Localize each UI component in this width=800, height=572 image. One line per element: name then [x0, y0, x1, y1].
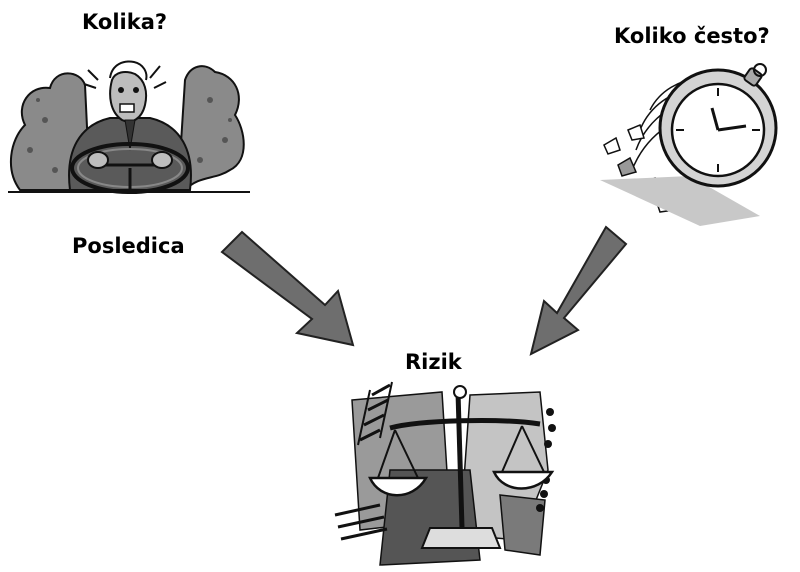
label-how-much: Kolika? [82, 10, 168, 34]
label-risk: Rizik [405, 350, 462, 374]
steering-wheel [70, 142, 190, 194]
scattered-papers [603, 123, 675, 213]
speed-lines [631, 77, 701, 171]
label-consequence: Posledica [72, 234, 185, 258]
arrow-consequence-to-risk [220, 230, 355, 347]
background-shapes [351, 391, 549, 566]
arrow-frequency-to-risk [529, 225, 628, 356]
driver-figure [68, 60, 192, 191]
smoke-cloud-left [9, 72, 92, 191]
dots [536, 408, 556, 512]
ground-shadow [600, 176, 760, 226]
scales [368, 385, 555, 549]
label-how-often: Koliko često? [614, 24, 770, 48]
stopwatch-body [658, 63, 778, 188]
smoke-cloud-right [176, 65, 245, 191]
ladder-shapes [334, 381, 393, 541]
